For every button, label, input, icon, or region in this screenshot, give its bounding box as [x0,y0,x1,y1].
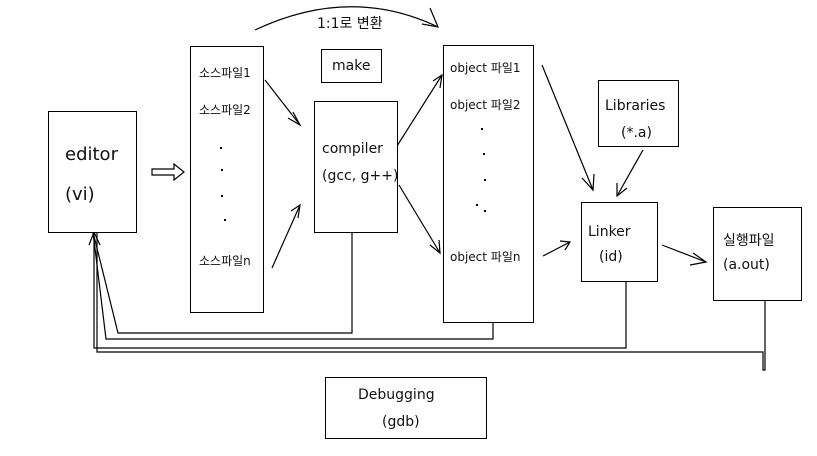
conversion-label: 1:1로 변환 [317,16,383,32]
executable-subtitle: (a.out) [723,257,770,273]
ellipsis-dot [484,179,486,181]
object-file-1: object 파일1 [450,61,521,75]
compiler-to-object-arrow-1 [396,74,443,147]
source-file-n: 소스파일n [199,254,251,268]
source-to-compiler-arrow-2 [271,204,301,269]
ellipsis-dot [221,195,223,197]
source-to-compiler-arrow-1 [264,79,301,126]
ellipsis-dot [484,210,486,212]
object-file-n: object 파일n [450,250,521,264]
object-file-2: object 파일2 [450,98,521,112]
compiler-feedback-line [92,231,353,334]
executable-feedback-line [96,232,766,371]
executable-title: 실행파일 [723,233,775,249]
libraries-title: Libraries [605,98,666,114]
debugging-title: Debugging [358,387,435,403]
linker-box: Linker (id) [581,202,658,282]
linker-feedback-line [93,232,627,349]
compiler-title: compiler [322,141,383,157]
libraries-subtitle: (*.a) [621,125,652,141]
object-feedback-line [92,231,494,340]
source-file-1: 소스파일1 [199,66,251,80]
ellipsis-dot [221,169,223,171]
ellipsis-dot [476,204,478,206]
compiler-subtitle: (gcc, g++) [322,168,399,184]
editor-subtitle: (vi) [65,184,95,205]
compiler-to-object-arrow-2 [398,184,441,254]
make-label: make [332,58,371,74]
compiler-box: compiler (gcc, g++) [314,101,398,233]
debugging-subtitle: (gdb) [382,414,420,430]
debugging-box: Debugging (gdb) [325,377,487,439]
linker-subtitle: (id) [599,249,623,265]
editor-title: editor [65,144,118,165]
ellipsis-dot [481,128,483,130]
object-files-box: object 파일1 object 파일2 object 파일n [443,45,534,323]
libraries-box: Libraries (*.a) [598,80,679,147]
ellipsis-dot [224,219,226,221]
make-box: make [321,49,382,83]
source-files-box: 소스파일1 소스파일2 소스파일n [190,46,264,313]
ellipsis-dot [220,147,222,149]
editor-to-sources-arrow [151,162,185,182]
linker-to-executable-arrow [661,244,707,263]
object-to-linker-arrow-1 [541,64,594,191]
linker-title: Linker [588,224,631,240]
editor-box: editor (vi) [48,111,137,233]
object-to-linker-arrow-2 [542,241,571,257]
conversion-curve-arrow [254,6,439,31]
executable-box: 실행파일 (a.out) [713,207,802,301]
ellipsis-dot [483,153,485,155]
libraries-to-linker-arrow [616,149,644,197]
source-file-2: 소스파일2 [199,103,251,117]
